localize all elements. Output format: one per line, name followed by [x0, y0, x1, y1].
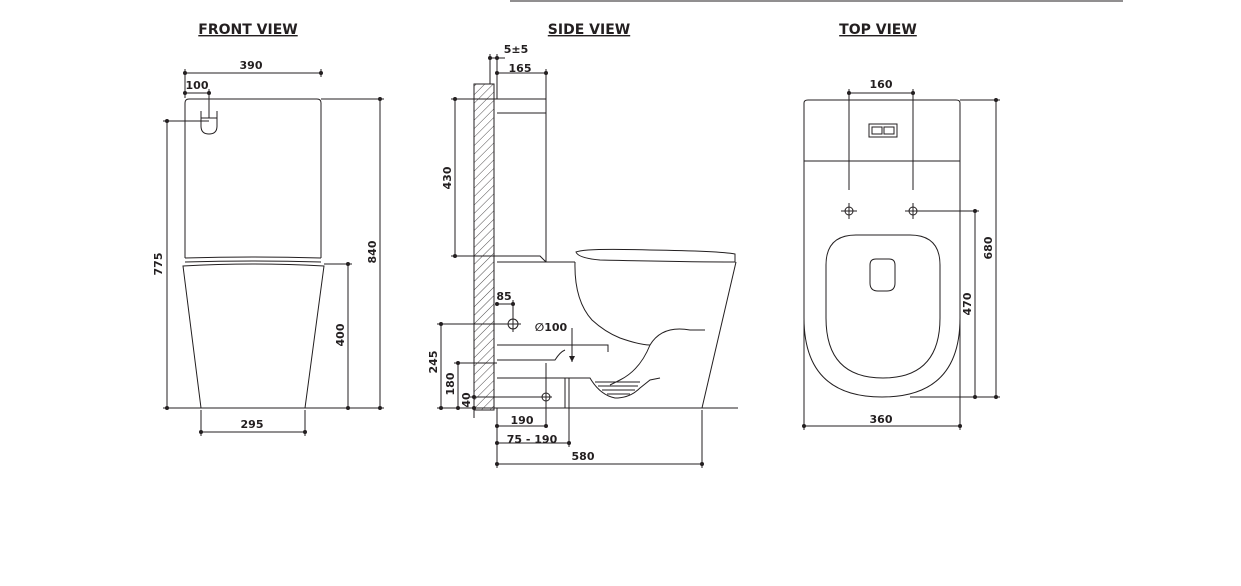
- dim-side-180: 180: [444, 372, 457, 395]
- side-view: 5±5 165 430 85 ∅100 245 180: [427, 43, 738, 468]
- front-inlet-icon: [200, 111, 218, 135]
- side-seat: [575, 248, 736, 263]
- dim-front-775: 775: [152, 253, 165, 276]
- side-bowl-inner: [574, 261, 705, 346]
- front-view-title: FRONT VIEW: [198, 22, 297, 38]
- top-bowl-opening: [869, 258, 896, 292]
- dim-front-295: 295: [241, 418, 264, 431]
- dim-top-470: 470: [961, 292, 974, 315]
- wall-hatch: [473, 83, 495, 411]
- dim-side-245: 245: [427, 351, 440, 374]
- front-view: 390 100 775 840 400 295: [152, 59, 384, 436]
- dim-side-85: 85: [496, 290, 511, 303]
- dim-top-680: 680: [982, 236, 995, 259]
- flush-button-icon: [868, 123, 898, 138]
- top-outline: [803, 99, 961, 398]
- front-tank-joint: [184, 256, 322, 259]
- dim-front-400: 400: [334, 323, 347, 346]
- dim-front-100: 100: [186, 79, 209, 92]
- side-bowl-front: [701, 261, 737, 409]
- dim-top-160: 160: [870, 78, 893, 91]
- dim-side-580: 580: [572, 450, 595, 463]
- dim-front-390: 390: [240, 59, 263, 72]
- side-view-title: SIDE VIEW: [548, 22, 630, 38]
- dim-side-5pm5: 5±5: [504, 43, 529, 56]
- front-bowl: [182, 263, 325, 409]
- dim-side-165: 165: [509, 62, 532, 75]
- dim-side-75-190: 75 - 190: [507, 433, 558, 446]
- dim-side-dia100: ∅100: [535, 321, 568, 334]
- dim-top-360: 360: [870, 413, 893, 426]
- front-tank: [184, 98, 322, 258]
- side-tank: [497, 98, 547, 263]
- dim-front-840: 840: [366, 240, 379, 263]
- top-view: 160 680 470 360: [802, 78, 1000, 430]
- dim-side-190: 190: [511, 414, 534, 427]
- dim-side-430: 430: [441, 166, 454, 189]
- dim-side-40: 40: [460, 392, 473, 408]
- top-view-title: TOP VIEW: [839, 22, 917, 38]
- top-seat: [825, 234, 941, 379]
